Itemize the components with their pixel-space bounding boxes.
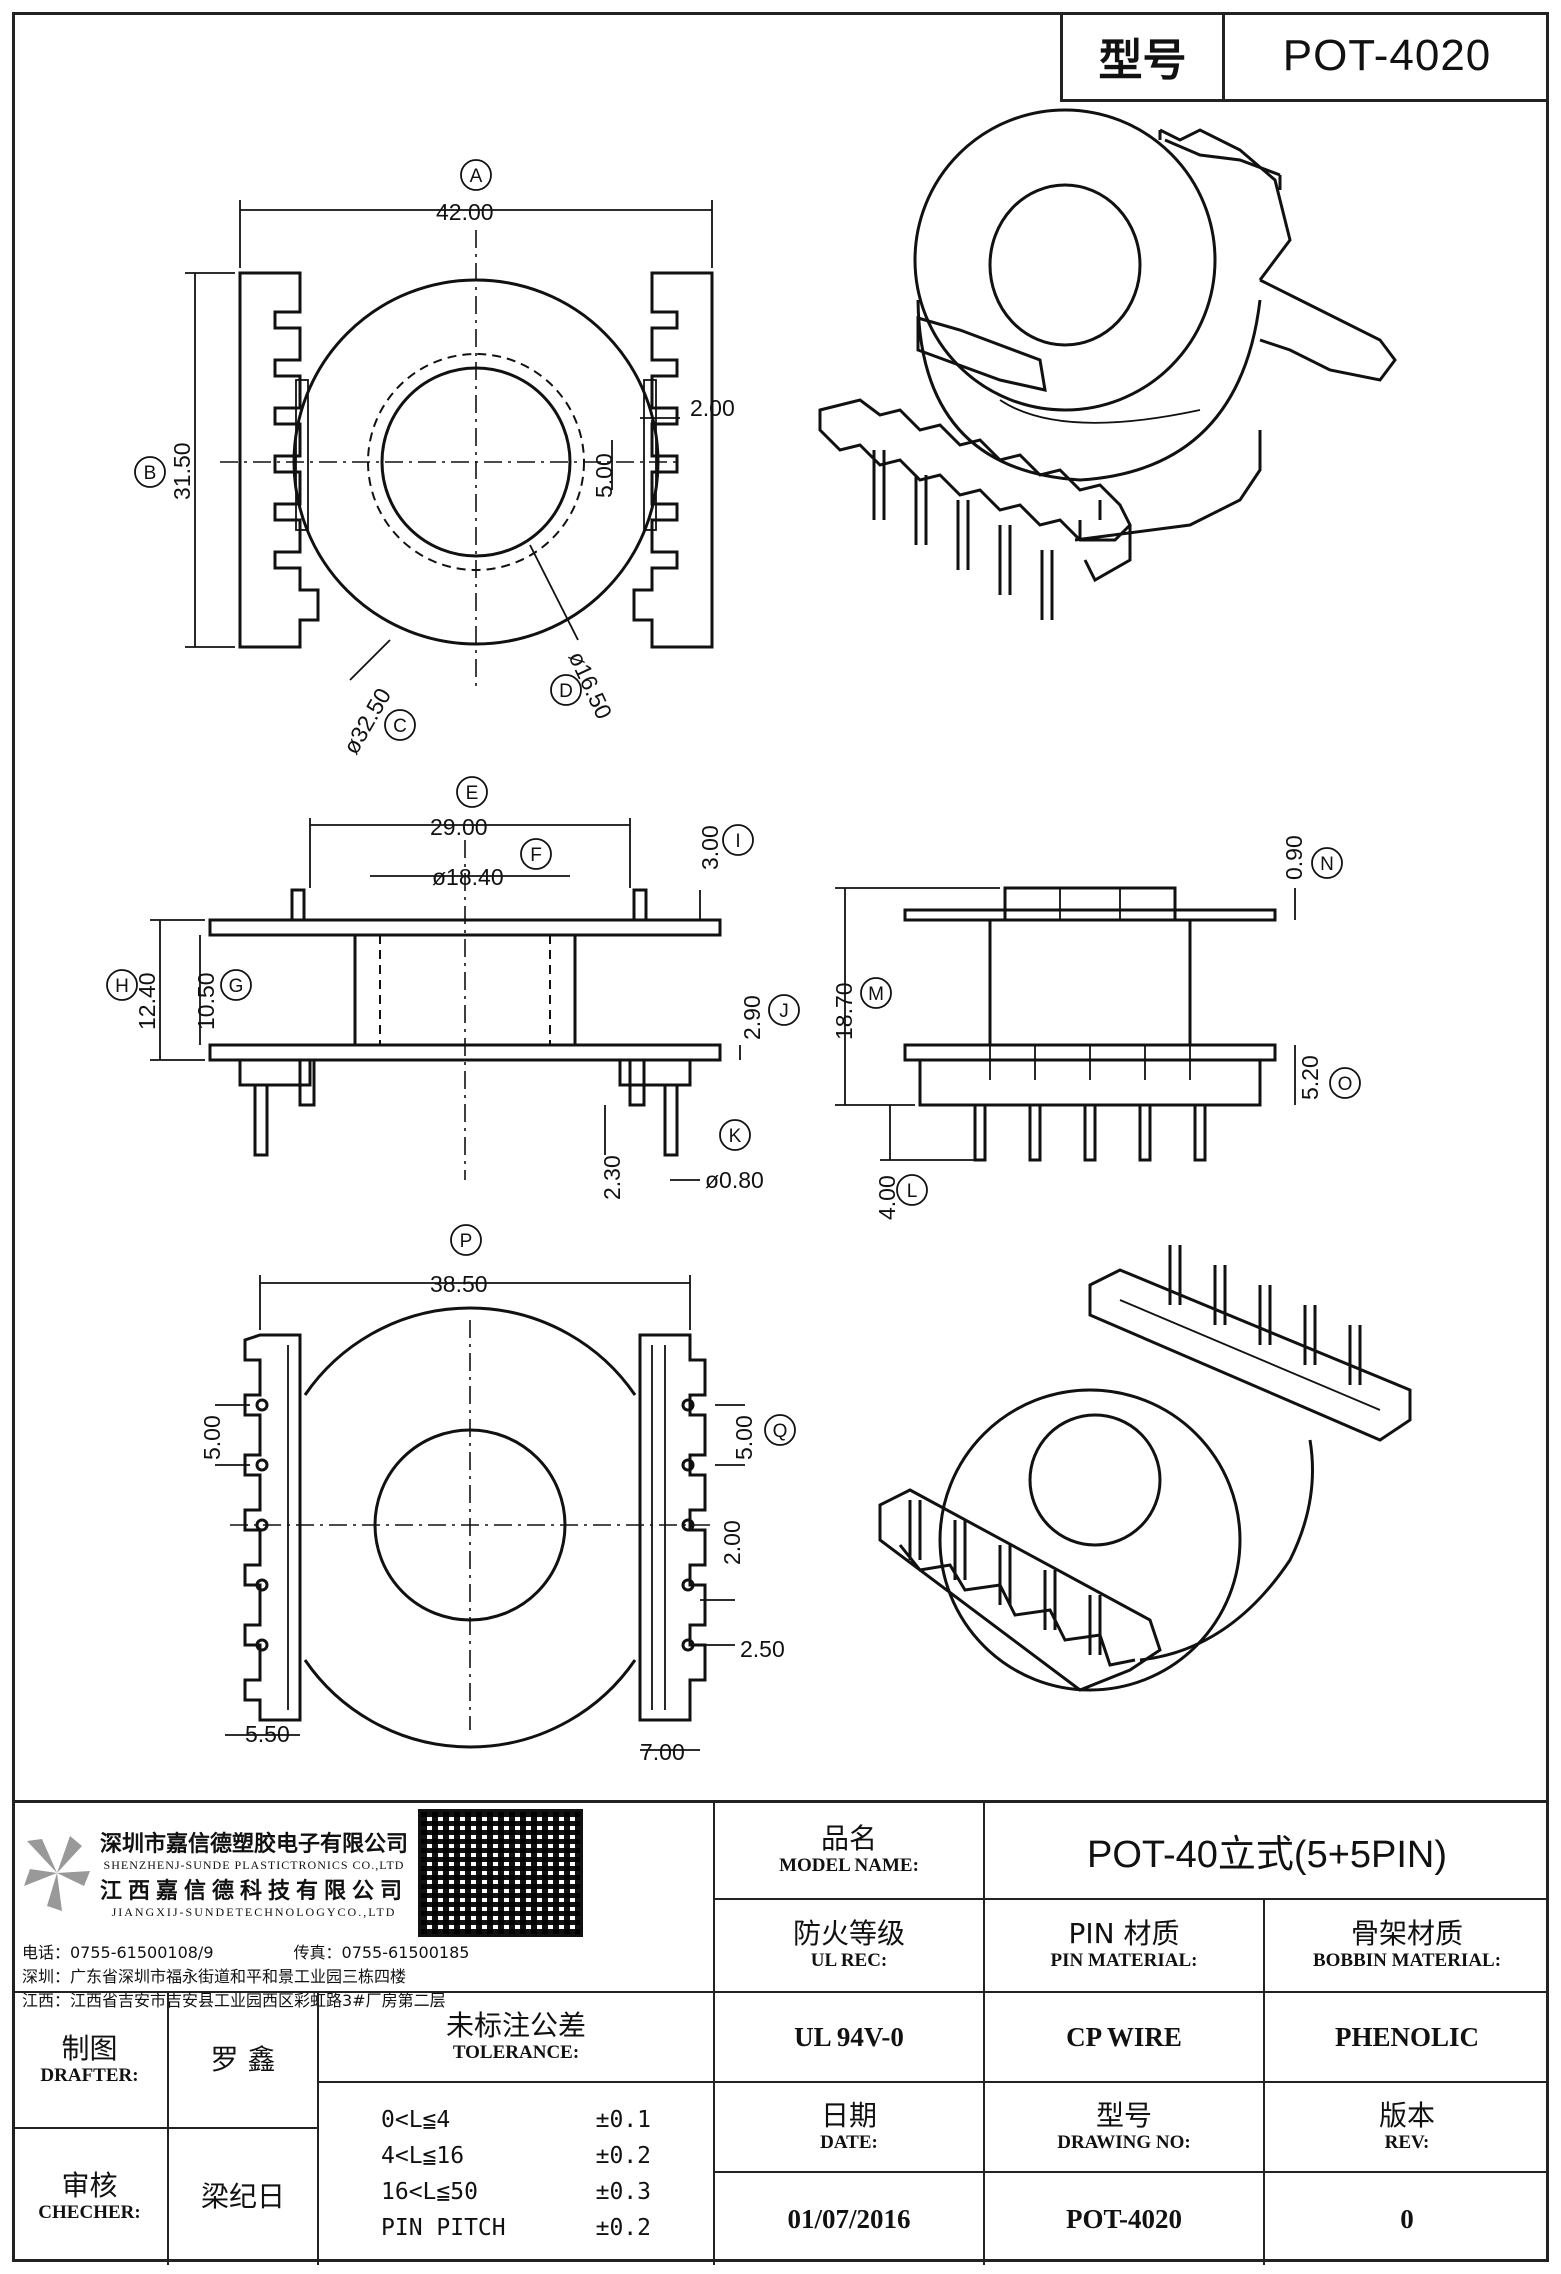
dim-h-i: 3.00	[697, 825, 723, 870]
pin-material-header: PIN 材质 PIN MATERIAL:	[985, 1900, 1265, 1993]
dim-h-m: 18.70	[831, 982, 857, 1040]
rev-value: 0	[1400, 2203, 1414, 2234]
dim-pitch-left: 5.00	[199, 1415, 225, 1460]
checker-name: 梁纪日	[169, 2129, 319, 2265]
bubble-j: J	[779, 1001, 789, 1022]
company-name-en: SHENZHENJ-SUNDE PLASTICTRONICS CO.,LTD	[103, 1858, 405, 1872]
bubble-n: N	[1320, 854, 1334, 875]
date-header: 日期 DATE:	[715, 2083, 985, 2173]
checker-label: 审核 CHECHER:	[12, 2129, 169, 2265]
dim-h-o: 5.20	[1297, 1055, 1323, 1100]
bobbin-material-header: 骨架材质 BOBBIN MATERIAL:	[1265, 1900, 1549, 1993]
dim-h-n: 0.90	[1281, 835, 1307, 880]
bubble-d: D	[559, 681, 573, 702]
tolerance-row: 16<L≦50±0.3	[381, 2179, 651, 2205]
title-block: 深圳市嘉信德塑胶电子有限公司 SHENZHENJ-SUNDE PLASTICTR…	[12, 1800, 1549, 2265]
drafter-name: 罗 鑫	[169, 1993, 319, 2129]
tolerance-row: PIN PITCH±0.2	[381, 2215, 651, 2241]
dim-5-50: 5.50	[245, 1721, 290, 1747]
title-tab: 型号 POT-4020	[1060, 12, 1549, 102]
tab-model: POT-4020	[1282, 30, 1492, 80]
company-phone: 电话：0755-61500108/9	[22, 1943, 214, 1962]
ul-header: 防火等级 UL REC:	[715, 1900, 985, 1993]
drawing-no-value: POT-4020	[985, 2173, 1265, 2265]
bubble-m: M	[868, 984, 884, 1005]
tolerance-table: 0<L≦4±0.1 4<L≦16±0.2 16<L≦50±0.3 PIN PIT…	[319, 2083, 715, 2265]
dim-pin-h: 2.30	[599, 1155, 625, 1200]
bubble-b: B	[144, 463, 157, 484]
bubble-e: E	[466, 783, 479, 804]
dim-h-l: 4.00	[874, 1175, 900, 1220]
dim-7-00: 7.00	[640, 1739, 685, 1765]
side-view: 29.00 ø18.40 3.00 12.40 10.50 2.90 2.30 …	[106, 776, 800, 1200]
technical-drawing: 42.00 31.50 2.00 5.00 ø16.50 ø32.50 A B …	[106, 108, 1412, 1765]
rev-header: 版本 REV:	[1265, 2083, 1549, 2173]
pin-material-value: CP WIRE	[985, 1993, 1265, 2083]
bubble-o: O	[1338, 1074, 1353, 1095]
tolerance-row: 4<L≦16±0.2	[381, 2143, 651, 2169]
model-name-header: 品名 MODEL NAME:	[715, 1803, 985, 1900]
dim-width-p: 38.50	[430, 1271, 488, 1297]
ul-value: UL 94V-0	[715, 1993, 985, 2083]
dim-slot-w: 2.00	[690, 395, 735, 421]
date-value: 01/07/2016	[715, 2173, 985, 2265]
dim-pitch-right: 5.00	[731, 1415, 757, 1460]
top-view: 42.00 31.50 2.00 5.00 ø16.50 ø32.50 A B …	[134, 159, 735, 759]
bobbin-material-value: PHENOLIC	[1265, 1993, 1549, 2083]
isometric-view-top	[818, 108, 1397, 620]
dim-2-00: 2.00	[719, 1520, 745, 1565]
drafter-label: 制图 DRAFTER:	[12, 1993, 169, 2129]
company-logo	[22, 1831, 92, 1916]
bubble-a: A	[470, 166, 483, 187]
dim-h-h: 12.40	[134, 972, 160, 1030]
bubble-f: F	[530, 845, 542, 866]
drawing-no-header: 型号 DRAWING NO:	[985, 2083, 1265, 2173]
bubble-l: L	[907, 1181, 918, 1202]
bubble-i: I	[735, 831, 740, 852]
dim-height-b: 31.50	[169, 442, 195, 500]
bubble-p: P	[460, 1231, 473, 1252]
tab-label: 型号	[1063, 12, 1225, 99]
dim-width-a: 42.00	[436, 199, 494, 225]
front-view: 0.90 18.70 5.20 4.00 N M O L	[831, 835, 1361, 1220]
company-address-2: 江西：江西省吉安市吉安县工业园西区彩虹路3#厂房第二层	[22, 1991, 446, 2010]
model-name-value: POT-40立式(5+5PIN)	[985, 1803, 1549, 1900]
dim-pin-dia: ø0.80	[705, 1167, 764, 1193]
tolerance-row: 0<L≦4±0.1	[381, 2107, 651, 2133]
company2-name-cn: 江西嘉信德科技有限公司	[100, 1879, 409, 1904]
company2-name-en: JIANGXIJ-SUNDETECHNOLOGYCO.,LTD	[111, 1905, 397, 1919]
dim-h-j: 2.90	[739, 995, 765, 1040]
bubble-q: Q	[773, 1421, 788, 1442]
company-block: 深圳市嘉信德塑胶电子有限公司 SHENZHENJ-SUNDE PLASTICTR…	[12, 1803, 715, 2010]
company-fax: 传真：0755-61500185	[293, 1943, 470, 1962]
bubble-c: C	[393, 716, 407, 737]
bubble-h: H	[115, 976, 129, 997]
company-address-1: 深圳：广东省深圳市福永街道和平和景工业园三栋四楼	[22, 1967, 407, 1986]
bottom-view: 38.50 5.00 5.00 2.00 2.50 5.50 7.00 P Q	[199, 1224, 796, 1765]
dim-dia-f: ø18.40	[432, 864, 504, 890]
dim-2-50: 2.50	[740, 1636, 785, 1662]
bubble-k: K	[729, 1126, 742, 1147]
sheet-border	[12, 12, 1549, 2262]
tolerance-header: 未标注公差 TOLERANCE:	[319, 1993, 715, 2083]
company-name-cn: 深圳市嘉信德塑胶电子有限公司	[100, 1832, 409, 1857]
dim-h-g: 10.50	[193, 972, 219, 1030]
dim-slot-h: 5.00	[591, 453, 617, 498]
qr-code	[418, 1809, 584, 1937]
isometric-view-bottom	[878, 1245, 1412, 1692]
bubble-g: G	[229, 976, 244, 997]
dim-width-e: 29.00	[430, 814, 488, 840]
